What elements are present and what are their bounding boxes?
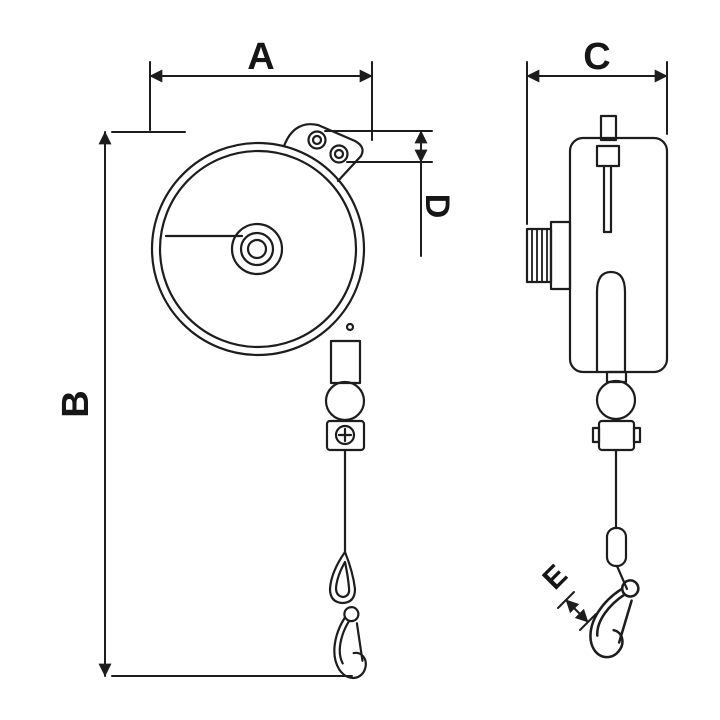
suspension-slot-opening <box>595 144 621 168</box>
drum-pin-dot <box>345 322 355 332</box>
body-cutout-slot <box>595 270 627 374</box>
dim-label-d: D <box>418 194 456 219</box>
hub-middle-ring <box>239 231 275 267</box>
clamp-tab-right <box>632 426 642 444</box>
dim-label-c: C <box>583 36 610 78</box>
thimble-outer <box>328 550 357 605</box>
dim-label-b: B <box>55 390 97 417</box>
dimension-e <box>557 591 597 631</box>
snap-hook-side <box>589 579 640 659</box>
drum-outer-circle <box>150 141 366 357</box>
hook-latch-side <box>617 599 633 644</box>
dimension-a <box>149 61 373 141</box>
dimension-c <box>526 61 668 225</box>
hub-outer-ring <box>230 222 284 276</box>
dimension-b <box>98 131 353 677</box>
dim-label-a: A <box>247 36 274 78</box>
top-tab <box>599 114 618 142</box>
hook-inner-front <box>338 619 351 665</box>
drum-inner-circle <box>158 149 358 349</box>
snap-hook-front <box>333 606 367 680</box>
hook-body-front <box>333 616 367 680</box>
mounting-bracket <box>282 123 364 183</box>
adjuster-knob <box>525 227 553 284</box>
cable-side-lower <box>615 564 629 591</box>
hub-bore <box>246 238 268 260</box>
hook-latch-front <box>355 622 364 662</box>
clamp-tab-left <box>591 426 601 444</box>
hook-body-side <box>589 587 624 659</box>
thimble-inner <box>334 560 351 599</box>
side-view <box>525 114 669 659</box>
bracket-hole-2-inner <box>333 148 345 160</box>
bracket-hole-1-outer <box>307 130 327 150</box>
hook-inner-side <box>596 593 626 637</box>
dim-e-line <box>565 599 589 623</box>
front-view <box>150 123 367 680</box>
clamp-screw <box>334 424 356 446</box>
bracket-hole-2-outer <box>329 144 349 164</box>
dimension-d <box>324 130 433 257</box>
cable-stop-ball-side <box>595 379 637 421</box>
bracket-hole-1-inner <box>311 134 323 146</box>
dimensions <box>98 61 668 677</box>
drawing-lines <box>98 61 669 680</box>
